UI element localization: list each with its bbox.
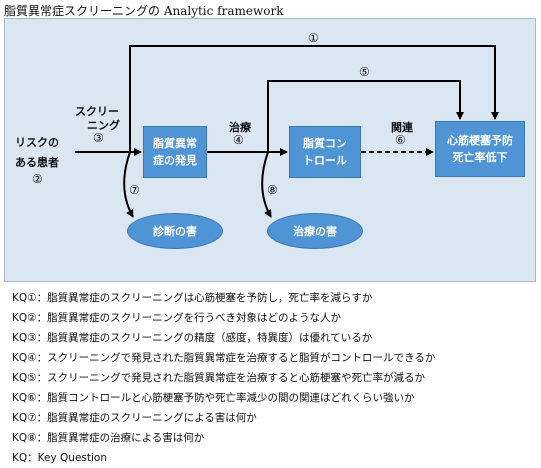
arrow-8-number: ⑧ [267,183,278,197]
arrow-7-number: ⑦ [129,183,140,197]
patients-kq-number: ② [32,172,43,186]
harm-of-treatment-label: 治療の害 [293,225,337,238]
kq-item-1: KQ①：脂質異常症のスクリーニングは心筋梗塞を予防し，死亡率を減らすか [12,292,373,304]
screening-label-line1: スクリー [75,105,119,118]
treatment-kq-number: ④ [233,133,244,147]
arrow-1-overarching [129,45,499,152]
harm-of-diagnosis-ellipse: 診断の害 [127,213,223,249]
patients-label-line2: ある患者 [15,156,59,169]
lipid-control-box-line1: 脂質コン [303,137,347,150]
kq-item-6: KQ⑥：脂質コントロールと心筋梗塞予防や死亡率減少の間の関連はどれくらい強いか [12,392,415,404]
harm-of-diagnosis-label: 診断の害 [153,225,197,238]
screening-kq-number: ③ [93,131,104,145]
analytic-framework-diagram: リスクの ある患者 ② スクリー ニング ③ 脂質異常 症の発見 治療 ④ 脂質… [4,18,536,282]
lipid-control-box: 脂質コン トロール [289,126,361,178]
detection-box-line1: 脂質異常 [153,137,197,150]
arrow-5-number: ⑤ [359,65,370,79]
arrow-5-treatment-outcome [267,80,464,152]
association-kq-number: ⑥ [395,133,406,147]
association-label: 関連 [391,121,413,134]
kq-item-8: KQ⑧：脂質異常症の治療による害は何か [12,432,205,444]
arrow-layer [75,45,499,218]
kq-item-2: KQ②：脂質異常症のスクリーニングを行うべき対象はどのような人か [12,312,342,324]
outcome-box: 心筋梗塞予防 死亡率低下 [435,121,525,177]
outcome-box-line2: 死亡率低下 [452,151,508,164]
arrow-1-number: ① [308,31,319,45]
detection-box-line2: 症の発見 [153,154,197,167]
kq-item-7: KQ⑦：脂質異常症のスクリーニングによる害は何か [12,412,257,424]
kq-item-3: KQ③：脂質異常症のスクリーニングの精度（感度，特異度）は優れているか [12,332,373,344]
lipid-control-box-line2: トロール [303,154,347,167]
arrow-7-harm-diagnosis [123,151,134,218]
kq-item-4: KQ④：スクリーニングで発見された脂質異常症を治療すると脂質がコントロールできる… [12,352,436,364]
kq-legend: KQ：Key Question [12,452,107,464]
treatment-label: 治療 [229,121,251,134]
screening-label-line2: ニング [87,119,120,132]
patients-label-line1: リスクの [15,136,59,149]
detection-box: 脂質異常 症の発見 [143,126,207,178]
figure-title: 脂質異常症スクリーニングの Analytic framework [4,4,284,18]
arrow-8-harm-treatment [261,151,272,218]
outcome-box-line1: 心筋梗塞予防 [447,134,513,147]
harm-of-treatment-ellipse: 治療の害 [267,213,363,249]
kq-item-5: KQ⑤：スクリーニングで発見された脂質異常症を治療すると心筋梗塞や死亡率が減るか [12,372,426,384]
key-question-list: KQ①：脂質異常症のスクリーニングは心筋梗塞を予防し，死亡率を減らすか KQ②：… [12,288,435,468]
